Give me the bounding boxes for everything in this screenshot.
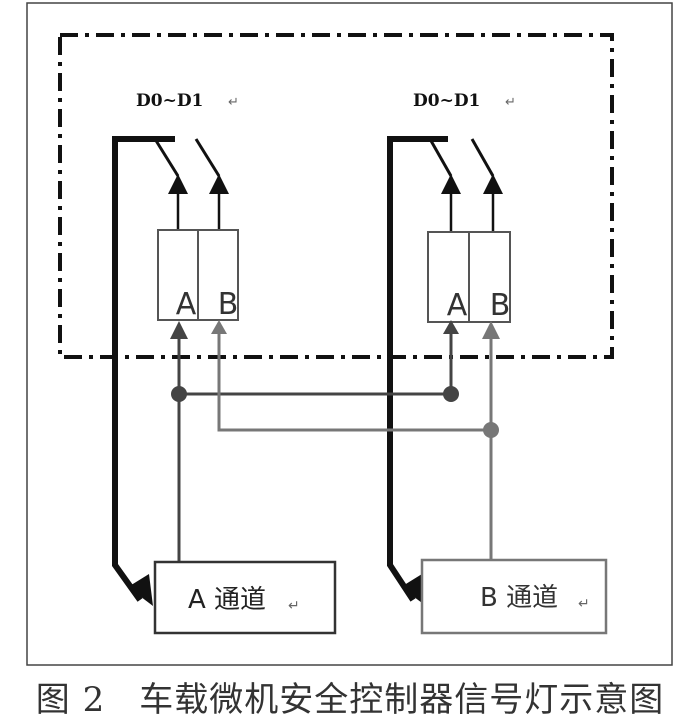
left-bus-mark: ↵ (228, 95, 239, 110)
right-main-bus (387, 136, 448, 602)
channel-b-left-arrowhead (211, 320, 227, 334)
channel-a-box (153, 560, 337, 635)
left-module-b: B (218, 287, 239, 322)
left-bus-arrowhead (128, 574, 153, 606)
left-switch-b (194, 138, 221, 177)
controller-boundary (58, 33, 614, 359)
channel-b-label: B 通道 (480, 583, 558, 613)
junction-left-a (171, 386, 187, 402)
right-module-a: A (447, 288, 468, 323)
channel-a-mark: ↵ (288, 598, 300, 614)
figure-caption: 图 2 车载微机安全控制器信号灯示意图 (0, 672, 700, 721)
figure-title: 车载微机安全控制器信号灯示意图 (139, 680, 665, 720)
right-module-b: B (490, 288, 511, 323)
junction-right-a (443, 386, 459, 402)
figure-number: 图 2 (35, 680, 106, 720)
right-bus-mark: ↵ (505, 95, 516, 110)
right-bus-label: D0~D1 (413, 91, 480, 111)
channel-b-box (420, 558, 608, 635)
right-bus-arrowhead (401, 574, 426, 606)
outer-frame (26, 2, 673, 666)
right-switch-a (428, 138, 453, 177)
channel-a-label: A 通道 (188, 585, 266, 615)
channel-a-right-arrowhead (443, 320, 459, 334)
right-switch-b (470, 138, 495, 177)
left-bus-label: D0~D1 (136, 91, 203, 111)
left-main-bus (112, 136, 175, 602)
channel-b-crossbar (217, 330, 491, 432)
junction-right-b (483, 422, 499, 438)
left-switch-a (153, 138, 180, 177)
left-module-a: A (176, 287, 197, 322)
channel-b-mark: ↵ (578, 596, 590, 612)
